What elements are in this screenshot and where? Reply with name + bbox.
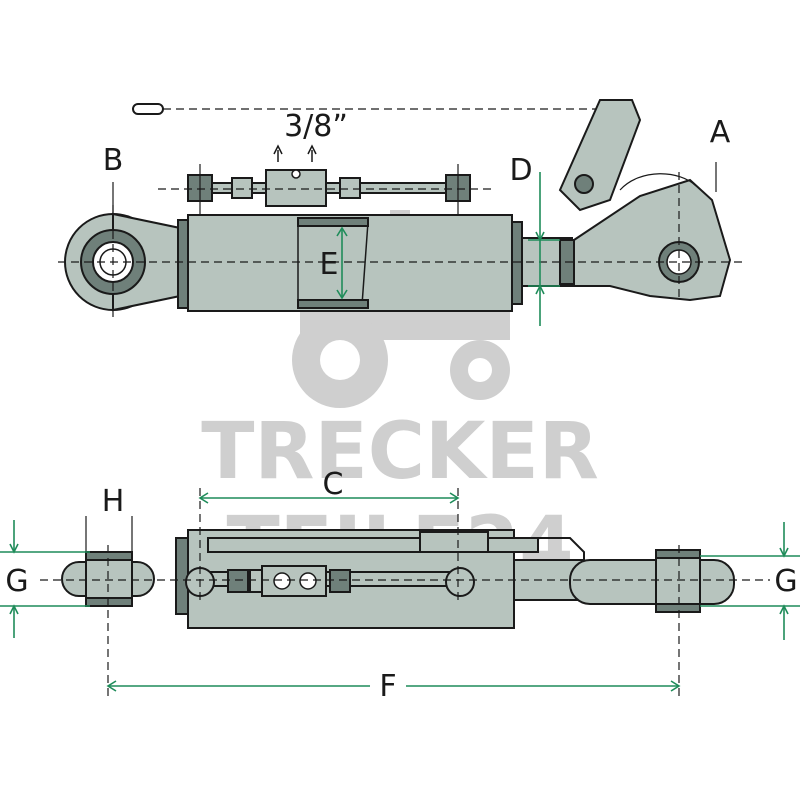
cable-eye-icon <box>132 103 164 115</box>
label-g-left: G <box>5 564 28 599</box>
hook-latch-lever <box>558 99 642 212</box>
watermark-line-1: TRECKER <box>201 407 599 497</box>
plan-view: C H G G F <box>0 467 800 704</box>
thread-arrows-icon <box>273 144 317 162</box>
label-a: A <box>710 115 731 150</box>
label-c: C <box>323 467 344 502</box>
label-d: D <box>509 153 532 188</box>
rod-block-plan <box>261 565 327 597</box>
side-view: 3/8” A B <box>58 99 745 326</box>
thread-size-label: 3/8” <box>284 109 348 144</box>
label-h: H <box>102 484 125 519</box>
hook-end-plan <box>569 559 735 605</box>
label-f: F <box>379 669 396 704</box>
latch-pivot-icon <box>574 174 594 194</box>
label-g-right: G <box>774 564 797 599</box>
label-b: B <box>103 143 124 178</box>
label-e: E <box>320 247 339 282</box>
